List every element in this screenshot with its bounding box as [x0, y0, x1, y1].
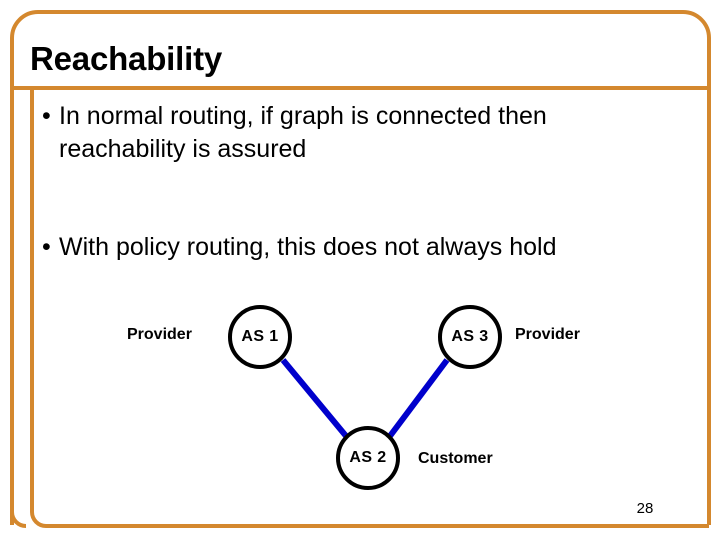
bullet-marker-icon: • [42, 102, 51, 130]
bullet-item: • With policy routing, this does not alw… [42, 231, 642, 264]
page-title: Reachability [30, 40, 223, 77]
node-as3-label: AS 3 [451, 328, 489, 345]
slide-body: • In normal routing, if graph is connect… [42, 100, 642, 264]
role-label-provider-as3: Provider [515, 326, 580, 343]
bullet-item: • In normal routing, if graph is connect… [42, 100, 642, 166]
node-as3[interactable]: AS 3 [438, 305, 502, 369]
role-label-customer-as2: Customer [418, 450, 493, 467]
page-number: 28 [636, 500, 654, 517]
node-as1[interactable]: AS 1 [228, 305, 292, 369]
bullet-marker-icon: • [42, 233, 51, 261]
edge-as1-as2 [280, 358, 349, 438]
bullet-text: With policy routing, this does not alway… [59, 233, 557, 261]
node-as1-label: AS 1 [241, 328, 279, 345]
edge-as3-as2 [387, 358, 450, 438]
node-as2[interactable]: AS 2 [336, 426, 400, 490]
node-as2-label: AS 2 [349, 449, 387, 466]
bullet-text: In normal routing, if graph is connected… [59, 102, 547, 163]
role-label-provider-as1: Provider [127, 326, 192, 343]
